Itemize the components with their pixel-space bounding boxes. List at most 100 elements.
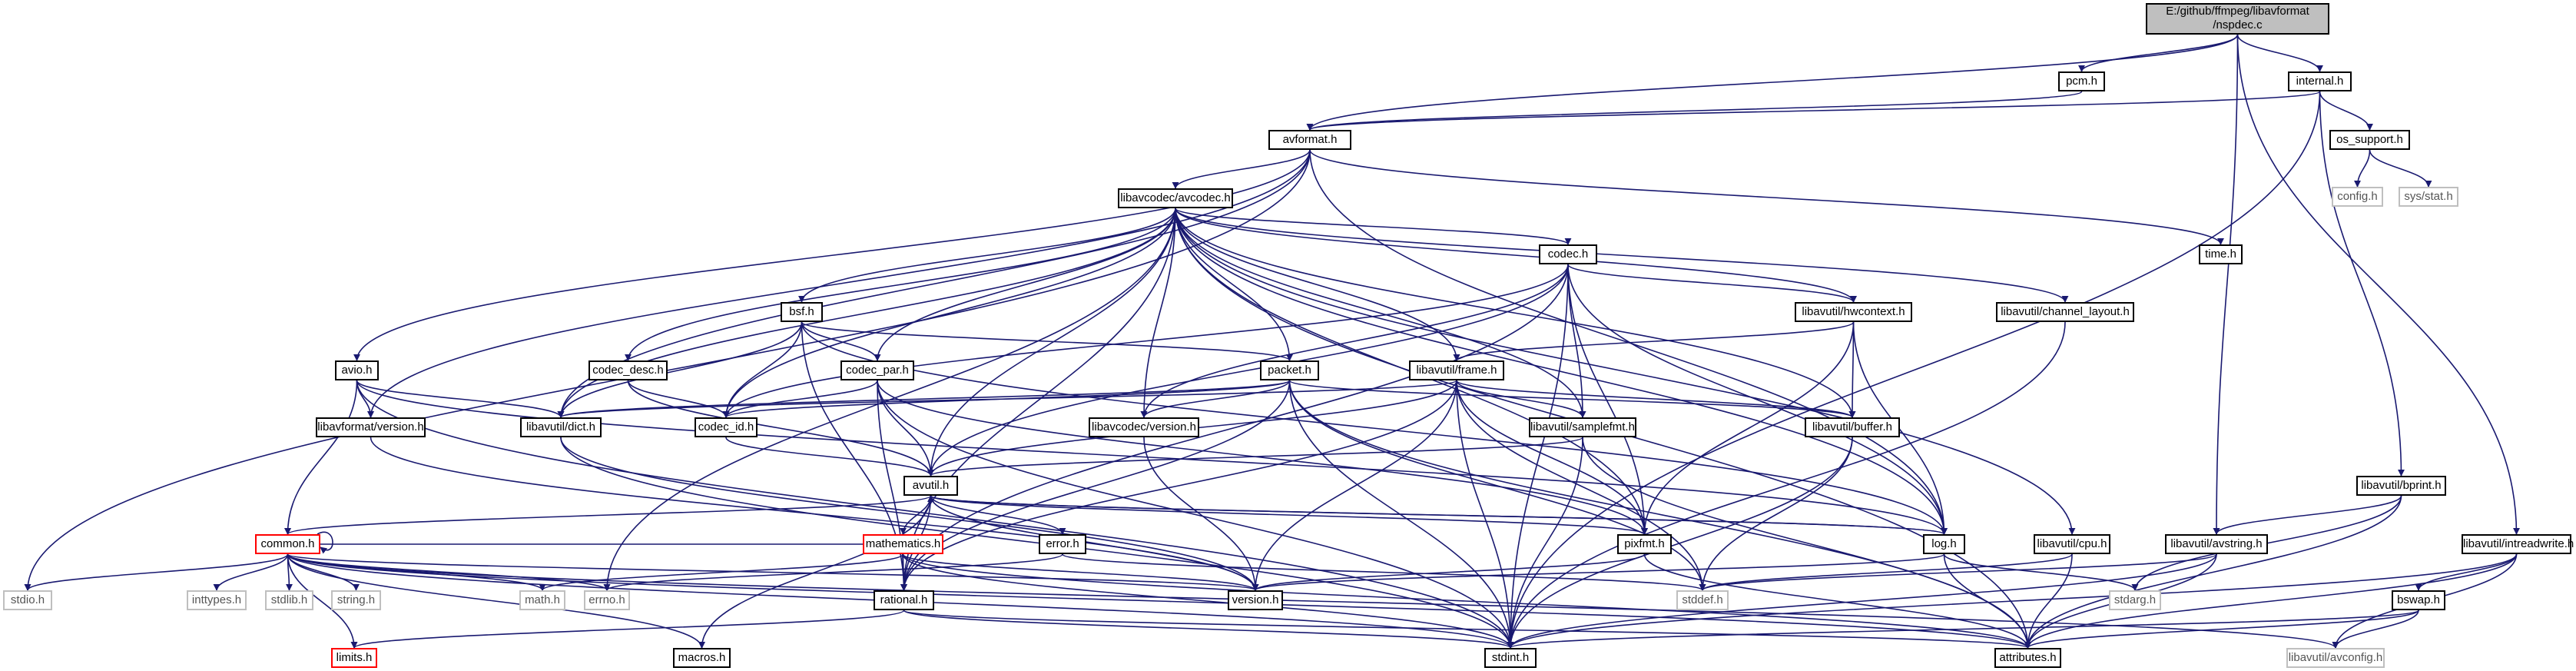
- edge-bswap-to-attributes: [2024, 610, 2419, 649]
- node-common-h[interactable]: common.h: [255, 534, 320, 554]
- edge-codec-to-hwcontext: [1567, 264, 1857, 303]
- node-pcm-h[interactable]: pcm.h: [2058, 71, 2105, 91]
- edge-codec-to-log: [1567, 264, 1948, 535]
- node-libavutil-dict-h[interactable]: libavutil/dict.h: [520, 417, 602, 437]
- edge-internal-to-os_support: [2319, 91, 2373, 131]
- edge-common-to-macros: [287, 553, 705, 649]
- node-config-h[interactable]: config.h: [2332, 187, 2383, 207]
- edge-packet-to-rational: [900, 380, 1291, 591]
- edge-common-to-version: [287, 553, 1259, 591]
- edge-bswap-to-avconfig: [2332, 610, 2419, 649]
- node-libavutil-samplefmt-h[interactable]: libavutil/samplefmt.h: [1529, 417, 1636, 437]
- node-math-h[interactable]: math.h: [519, 590, 565, 610]
- edge-avstring-to-stddef: [1699, 553, 2217, 591]
- edge-mathematics-to-version: [902, 553, 1259, 591]
- edge-avio-to-lavf_version: [356, 380, 374, 418]
- edge-bswap-to-stdint: [1507, 610, 2419, 649]
- node-libavcodec-avcodec-h[interactable]: libavcodec/avcodec.h: [1118, 188, 1233, 208]
- edge-mathematics-to-attributes: [902, 553, 2031, 649]
- edge-avcodec-to-samplefmt: [1175, 208, 1586, 418]
- edge-error-to-errno: [603, 553, 1063, 591]
- node-avutil-h[interactable]: avutil.h: [903, 476, 958, 496]
- node-internal-h[interactable]: internal.h: [2288, 71, 2352, 91]
- node-inttypes-h[interactable]: inttypes.h: [187, 590, 247, 610]
- node-avformat-h[interactable]: avformat.h: [1268, 130, 1351, 150]
- node-attributes-h[interactable]: attributes.h: [1994, 648, 2061, 668]
- edge-packet-to-stddef: [1288, 380, 1706, 591]
- node-libavutil-intreadwrite-h[interactable]: libavutil/intreadwrite.h: [2462, 534, 2574, 554]
- node-stdint-h[interactable]: stdint.h: [1484, 648, 1537, 668]
- node-stdlib-h[interactable]: stdlib.h: [265, 590, 313, 610]
- edge-avutil-to-macros: [698, 495, 932, 649]
- node-libavutil-cpu-h[interactable]: libavutil/cpu.h: [2034, 534, 2110, 554]
- node-libavutil-bprint-h[interactable]: libavutil/bprint.h: [2356, 476, 2446, 496]
- node-packet-h[interactable]: packet.h: [1260, 360, 1319, 380]
- edge-buffer-to-stdint: [1507, 437, 1853, 649]
- edge-avcodec-to-codec_desc: [625, 208, 1176, 361]
- edge-rational-to-limits: [350, 610, 905, 649]
- node-codec-desc-h[interactable]: codec_desc.h: [588, 360, 668, 380]
- edge-mathematics-to-math: [539, 553, 904, 591]
- node-bsf-h[interactable]: bsf.h: [781, 302, 823, 322]
- edge-avcodec-to-bsf: [798, 208, 1176, 303]
- node-string-h[interactable]: string.h: [331, 590, 381, 610]
- node-bswap-h[interactable]: bswap.h: [2392, 590, 2445, 610]
- node-stdarg-h[interactable]: stdarg.h: [2109, 590, 2161, 610]
- node-avio-h[interactable]: avio.h: [335, 360, 379, 380]
- edge-intreadwrite-to-bswap: [2415, 553, 2518, 591]
- edge-samplefmt-to-stdint: [1507, 437, 1583, 649]
- edge-dict-to-version: [560, 437, 1259, 591]
- edge-os_support-to-config: [2354, 149, 2371, 188]
- node-sys-stat-h[interactable]: sys/stat.h: [2399, 187, 2458, 207]
- node-macros-h[interactable]: macros.h: [673, 648, 731, 668]
- edge-avutil-to-version: [930, 495, 1259, 591]
- node-libavutil-hwcontext-h[interactable]: libavutil/hwcontext.h: [1795, 302, 1912, 322]
- node-libavutil-avstring-h[interactable]: libavutil/avstring.h: [2165, 534, 2268, 554]
- node-rational-h[interactable]: rational.h: [874, 590, 934, 610]
- node-pixfmt-h[interactable]: pixfmt.h: [1617, 534, 1672, 554]
- edge-nspdec-to-internal: [2236, 34, 2323, 72]
- node-mathematics-h[interactable]: mathematics.h: [863, 534, 943, 554]
- node-stdio-h[interactable]: stdio.h: [3, 590, 52, 610]
- node-libavutil-avconfig-h[interactable]: libavutil/avconfig.h: [2286, 648, 2385, 668]
- edge-bsf-to-codec_par: [801, 321, 881, 361]
- edge-avcodec-to-channel_layout: [1175, 208, 2069, 303]
- node-codec-id-h[interactable]: codec_id.h: [695, 417, 758, 437]
- edge-avformat-to-time: [1309, 149, 2224, 245]
- node-error-h[interactable]: error.h: [1039, 534, 1086, 554]
- edge-avutil-to-common: [284, 495, 932, 535]
- node-libavutil-channel-layout-h[interactable]: libavutil/channel_layout.h: [1996, 302, 2134, 322]
- node-libavformat-version-h[interactable]: libavformat/version.h: [316, 417, 426, 437]
- node-time-h[interactable]: time.h: [2199, 244, 2243, 264]
- node-libavutil-buffer-h[interactable]: libavutil/buffer.h: [1805, 417, 1900, 437]
- edge-internal-to-stdint: [1507, 91, 2321, 649]
- node-libavutil-frame-h[interactable]: libavutil/frame.h: [1409, 360, 1504, 380]
- node-version-h[interactable]: version.h: [1228, 590, 1283, 610]
- node-codec-par-h[interactable]: codec_par.h: [840, 360, 914, 380]
- node-stddef-h[interactable]: stddef.h: [1676, 590, 1729, 610]
- edge-codec_desc-to-avutil: [627, 380, 934, 477]
- edge-avcodec-to-cpu: [1175, 208, 2076, 535]
- edge-codec_par-to-stdint: [877, 380, 1514, 649]
- edge-avcodec-to-packet: [1175, 208, 1293, 361]
- edge-codec-to-avutil: [927, 264, 1569, 477]
- edge-frame-to-buffer: [1456, 380, 1856, 418]
- edge-lavc_version-to-version: [1143, 437, 1259, 591]
- edge-avformat-to-avcodec: [1172, 149, 1311, 189]
- node-os-support-h[interactable]: os_support.h: [2329, 130, 2410, 150]
- edge-bsf-to-codec_id: [722, 321, 803, 418]
- node-errno-h[interactable]: errno.h: [584, 590, 630, 610]
- edge-nspdec-to-avstring: [2213, 34, 2239, 535]
- edge-avcodec-to-hwcontext: [1175, 208, 1857, 303]
- edge-avcodec-to-dict: [557, 208, 1176, 418]
- edge-codec_desc-to-codec_id: [627, 380, 730, 418]
- edge-log-to-avutil: [927, 495, 1945, 535]
- edge-codec_par-to-codec_id: [722, 380, 878, 418]
- node-limits-h[interactable]: limits.h: [331, 648, 377, 668]
- edge-pcm-to-avformat: [1306, 91, 2083, 131]
- edge-avcodec-to-rational: [900, 208, 1176, 591]
- node-libavcodec-version-h[interactable]: libavcodec/version.h: [1089, 417, 1199, 437]
- edge-bprint-to-stdarg: [2131, 495, 2402, 591]
- node-log-h[interactable]: log.h: [1923, 534, 1965, 554]
- node-codec-h[interactable]: codec.h: [1539, 244, 1597, 264]
